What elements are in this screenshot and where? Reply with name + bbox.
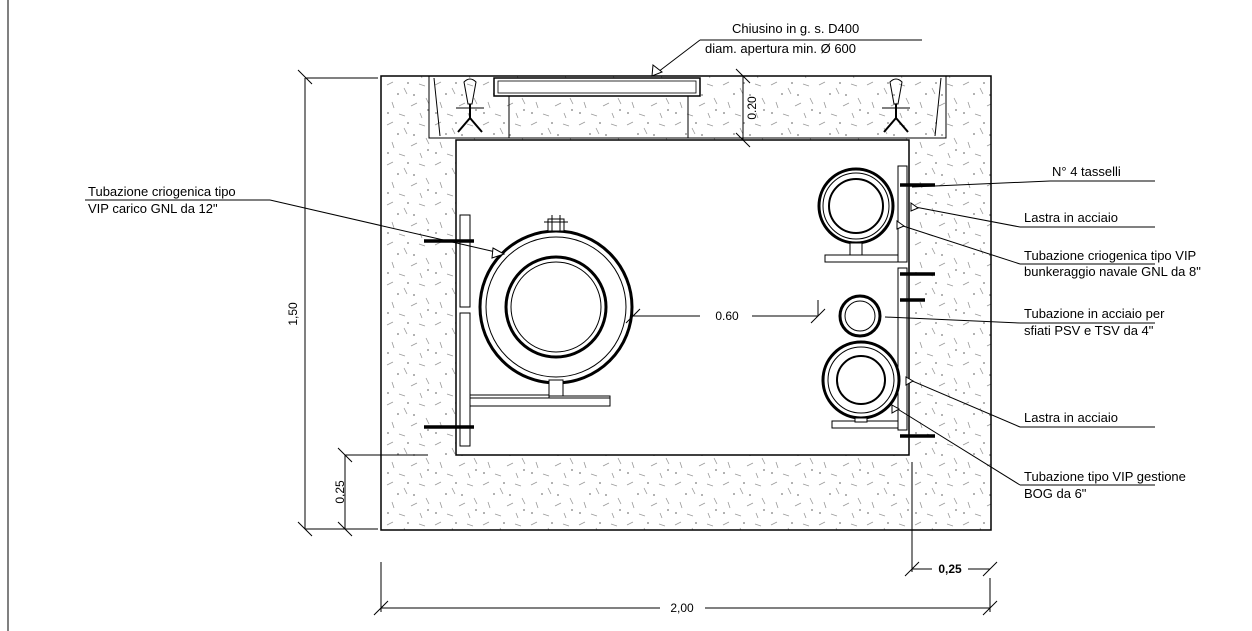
label-bog-2: BOG da 6" xyxy=(1024,486,1087,501)
manhole-cover xyxy=(428,75,947,139)
dimension-span xyxy=(625,300,826,324)
label-vip12-1: Tubazione criogenica tipo xyxy=(88,184,236,199)
label-vip8-2: bunkeraggio navale GNL da 8" xyxy=(1024,264,1201,279)
dimension-bottom xyxy=(337,447,428,537)
pipe-6-inch-bog xyxy=(821,340,901,423)
leader-lines xyxy=(85,39,1155,486)
dimension-width xyxy=(373,562,998,616)
label-lastra-2: Lastra in acciaio xyxy=(1024,410,1118,425)
label-chiusino-1: Chiusino in g. s. D400 xyxy=(732,21,859,36)
dimension-wall-label: 0,25 xyxy=(938,562,962,576)
bolt-arrow xyxy=(424,183,935,438)
label-bog-1: Tubazione tipo VIP gestione xyxy=(1024,469,1186,484)
dimension-cover-label: 0.20 xyxy=(745,96,759,120)
dimension-cover xyxy=(700,68,751,148)
dimension-height-label: 1,50 xyxy=(286,302,300,326)
label-acc4-2: sfiati PSV e TSV da 4" xyxy=(1024,323,1154,338)
dimension-height xyxy=(297,69,378,537)
label-acc4-1: Tubazione in acciaio per xyxy=(1024,306,1165,321)
dimension-width-label: 2,00 xyxy=(670,601,694,615)
dimension-wall xyxy=(904,462,998,577)
pipe-4-inch xyxy=(838,294,882,338)
label-chiusino-2: diam. apertura min. Ø 600 xyxy=(705,41,856,56)
dimension-bottom-label: 0,25 xyxy=(333,480,347,504)
right-steel-support xyxy=(824,165,908,431)
label-tasselli: N° 4 tasselli xyxy=(1052,164,1121,179)
dimension-span-label: 0.60 xyxy=(715,309,739,323)
anchor-icon xyxy=(882,78,910,133)
label-vip8-1: Tubazione criogenica tipo VIP xyxy=(1024,248,1196,263)
label-lastra-1: Lastra in acciaio xyxy=(1024,210,1118,225)
anchor-icon xyxy=(456,78,484,133)
label-vip12-2: VIP carico GNL da 12" xyxy=(88,201,218,216)
pipe-12-inch xyxy=(478,215,634,397)
pipe-8-inch xyxy=(817,167,895,256)
